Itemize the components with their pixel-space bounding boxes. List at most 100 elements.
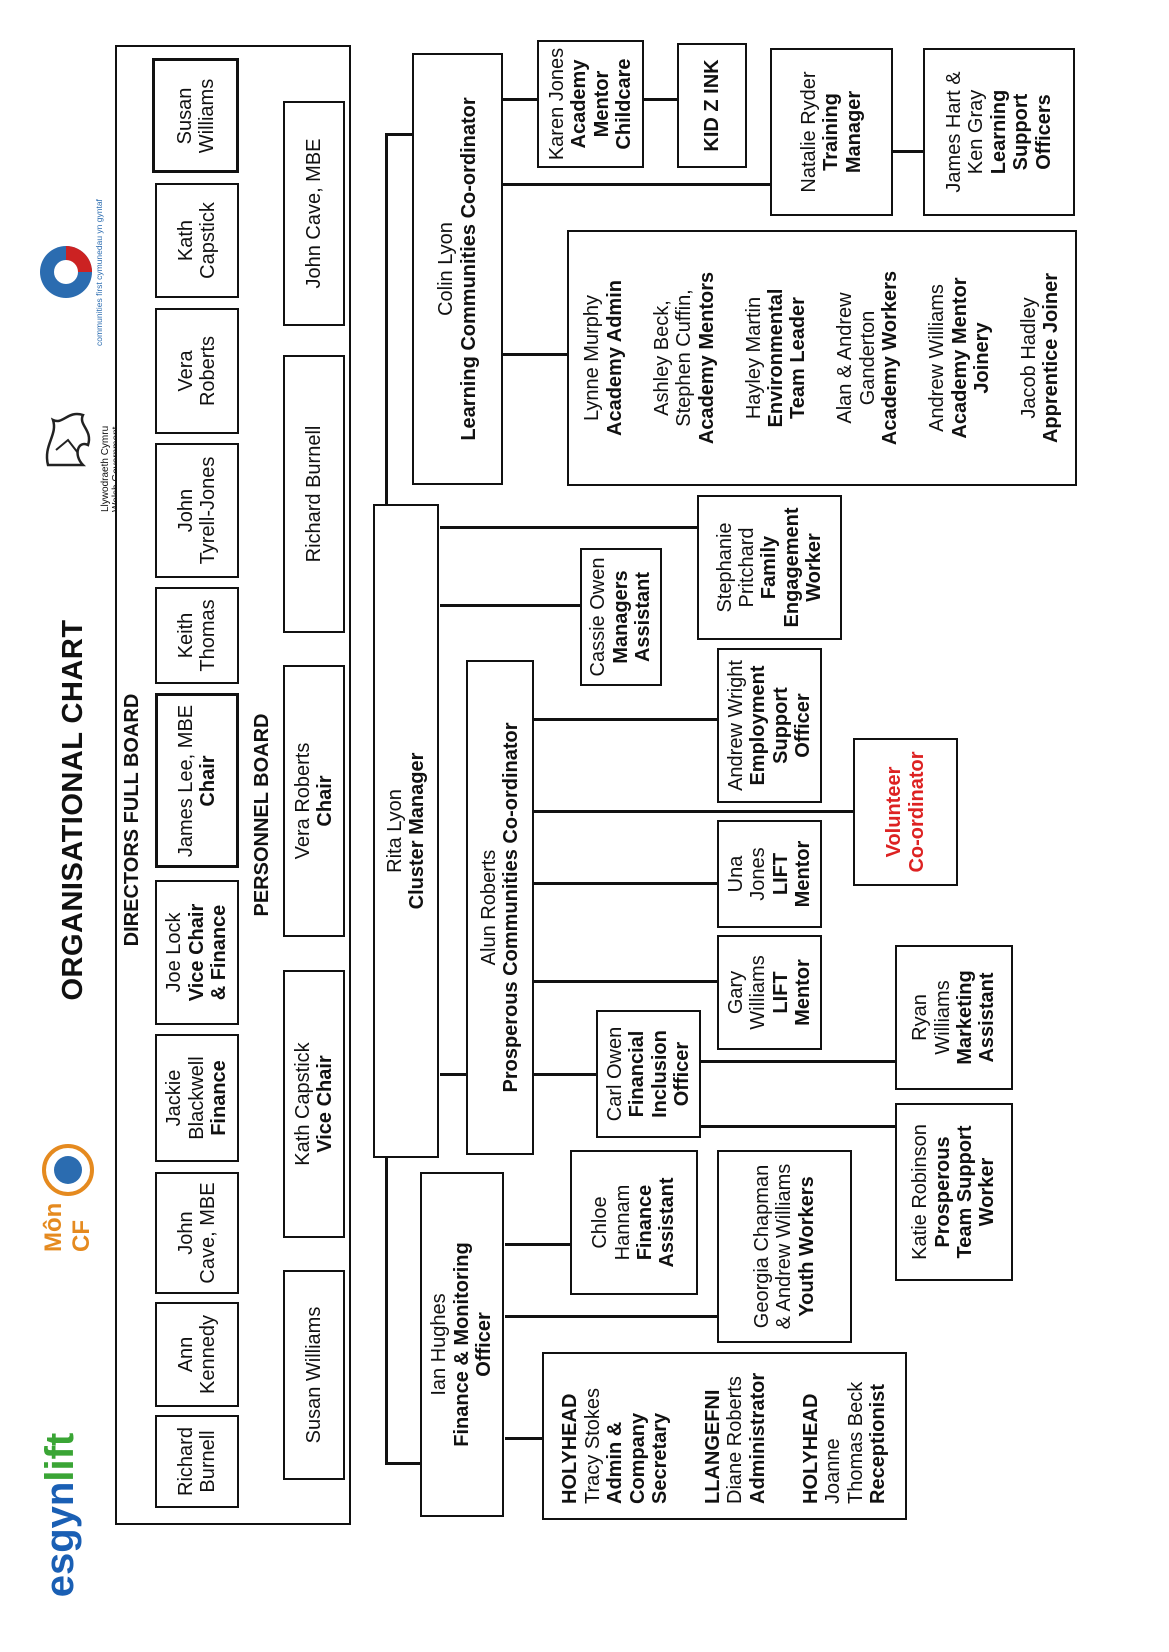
welsh-gov-line-1: Llywodraeth Cymru [99, 425, 111, 512]
card-text: Natalie Ryder [797, 71, 820, 193]
card-text: Carl Owen [603, 1026, 626, 1122]
connector-line [440, 604, 580, 607]
card-text: Employment [747, 665, 770, 786]
card-text: James Lee, MBE [174, 704, 197, 858]
connector-line [385, 1462, 422, 1465]
card-text: Susan [173, 87, 196, 145]
mon-cf-emblem-icon [42, 1144, 94, 1196]
card-text: Ann [174, 1336, 197, 1373]
card-text: Ian Hughes [428, 1293, 451, 1396]
card-text: Company [626, 1412, 649, 1504]
card-text: Marketing [954, 970, 976, 1065]
card-text: Prosperous [931, 1136, 954, 1248]
card-text: Jones [747, 847, 770, 901]
card-text: Receptionist [867, 1383, 890, 1504]
card-text: Ryan [909, 994, 932, 1041]
card-text: Training [820, 93, 843, 171]
card-text: Worker [803, 533, 826, 602]
connector-line [701, 1060, 896, 1063]
card-text: Andrew Williams [926, 284, 949, 432]
card-text: Academy Admin [603, 280, 626, 436]
card-text: LLANGEFNI [702, 1389, 725, 1504]
connector-line [644, 98, 677, 101]
card-text: Roberts [197, 335, 219, 407]
esgyn-logo-text: esgyn [37, 1481, 82, 1598]
card-text: Capstick [197, 202, 219, 279]
card-text: Blackwell [185, 1056, 208, 1140]
card-text: Joanne [822, 1438, 845, 1504]
card-text: LIFT [769, 971, 792, 1014]
card-text: Karen Jones [545, 47, 568, 161]
mon-cf-logo-text: Môn CF [40, 1202, 95, 1252]
card-text: Assistant [632, 571, 655, 663]
card-text: Williams [196, 78, 218, 154]
personnel-card: Richard Burnell [283, 355, 345, 633]
card-text: Environmental [764, 288, 787, 428]
card-text: Hannam [611, 1184, 634, 1261]
card-text: Lynne Murphy [581, 295, 604, 421]
connector-line [505, 1437, 543, 1440]
card-text: Diane Roberts [724, 1376, 747, 1504]
card-text: John [174, 488, 197, 533]
card-text: Support [1010, 93, 1033, 171]
communities-first-text: communities first cymunedau yn gyntaf [94, 199, 104, 346]
dragon-icon [45, 412, 91, 467]
mon-cf-logo: Môn CF [28, 1140, 108, 1252]
connector-line [534, 980, 719, 983]
connector-line [503, 98, 537, 101]
card-text: Engagement [780, 507, 803, 628]
card-text: Tracy Stokes [581, 1388, 604, 1504]
card-text: Colin Lyon [435, 222, 458, 316]
card-text: Jackie [163, 1069, 186, 1127]
card-text: Team Leader [787, 297, 810, 419]
card-text: Williams [931, 980, 954, 1055]
card-text: Family [758, 535, 781, 600]
card-text: Academy Mentors [695, 271, 718, 445]
card-text: Keith [174, 612, 197, 659]
card-text: KID Z INK [700, 59, 723, 152]
card-text: Ashley Beck, [650, 300, 673, 416]
card-text: Mentor [791, 959, 814, 1026]
card-text: Chair [197, 755, 219, 807]
connector-line [505, 1243, 570, 1246]
page-title-text: ORGANISATIONAL CHART [56, 619, 89, 1001]
card-text: Financial [626, 1030, 649, 1118]
card-text: Hayley Martin [742, 296, 765, 420]
card-text: Officer [791, 693, 814, 758]
connector-line [505, 1315, 717, 1318]
card-text: Burnell [197, 1430, 219, 1493]
connector-line [701, 1125, 896, 1128]
card-text: Academy Mentor [948, 277, 971, 439]
card-text: Chair [314, 775, 336, 827]
card-text: Williams [747, 955, 770, 1030]
card-text: Finance & Monitoring [450, 1242, 473, 1447]
communities-first-logo: communities first cymunedau yn gyntaf [28, 190, 118, 350]
card-text: Academy [568, 59, 591, 149]
connector-line [893, 150, 923, 153]
card-text: Joinery [970, 322, 993, 394]
card-text: Officers [1032, 94, 1055, 170]
connector-line [440, 1073, 466, 1076]
card-text: Stephanie [713, 522, 736, 613]
card-text: Kath Capstick [291, 1042, 314, 1166]
